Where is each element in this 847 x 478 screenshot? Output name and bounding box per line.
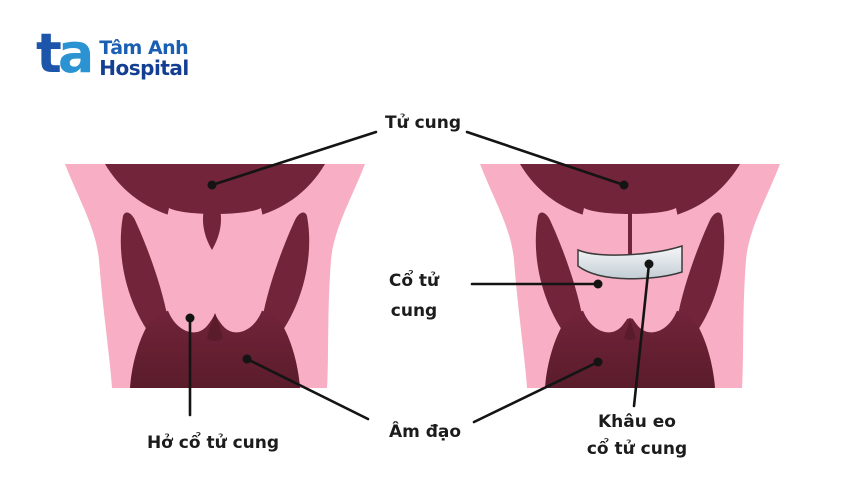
hospital-logo: ta Tâm Anh Hospital bbox=[36, 26, 189, 82]
hospital-name-text: Tâm Anh bbox=[99, 36, 189, 59]
ta-logo-icon: ta bbox=[36, 26, 94, 82]
cerclage-band bbox=[577, 244, 683, 280]
cerclage-label: Khâu eo cổ tử cung bbox=[587, 409, 687, 463]
hospital-type-text: Hospital bbox=[99, 55, 189, 80]
external-os-notch bbox=[207, 313, 223, 341]
logo-letter-a: a bbox=[57, 22, 95, 85]
cervix-label-line1: Cổ tử bbox=[388, 271, 440, 291]
cervix-label: Cổ tử cung bbox=[389, 266, 439, 326]
cerclage-label-line2: cổ tử cung bbox=[586, 439, 688, 459]
fornix-left-dark bbox=[120, 212, 169, 339]
cervix-lobes-pink bbox=[162, 208, 268, 333]
open-cervical-canal bbox=[202, 209, 222, 250]
cervix-label-line2: cung bbox=[390, 301, 438, 321]
vagina-label: Âm đạo bbox=[388, 422, 462, 442]
fornix-right-dark bbox=[676, 212, 725, 339]
cerclage-illustration bbox=[480, 164, 780, 388]
logo-letter-t: t bbox=[36, 22, 62, 85]
uterus-label: Tử cung bbox=[384, 113, 462, 133]
fornix-right-dark bbox=[261, 212, 310, 339]
fornix-left-dark bbox=[535, 212, 584, 339]
cerclage-label-line1: Khâu eo bbox=[598, 412, 676, 432]
open-cervix-illustration bbox=[65, 164, 365, 388]
logo-wordmark: Tâm Anh Hospital bbox=[99, 36, 189, 80]
closed-cervical-canal-line bbox=[628, 202, 632, 261]
open-cervix-label: Hở cổ tử cung bbox=[146, 433, 280, 453]
